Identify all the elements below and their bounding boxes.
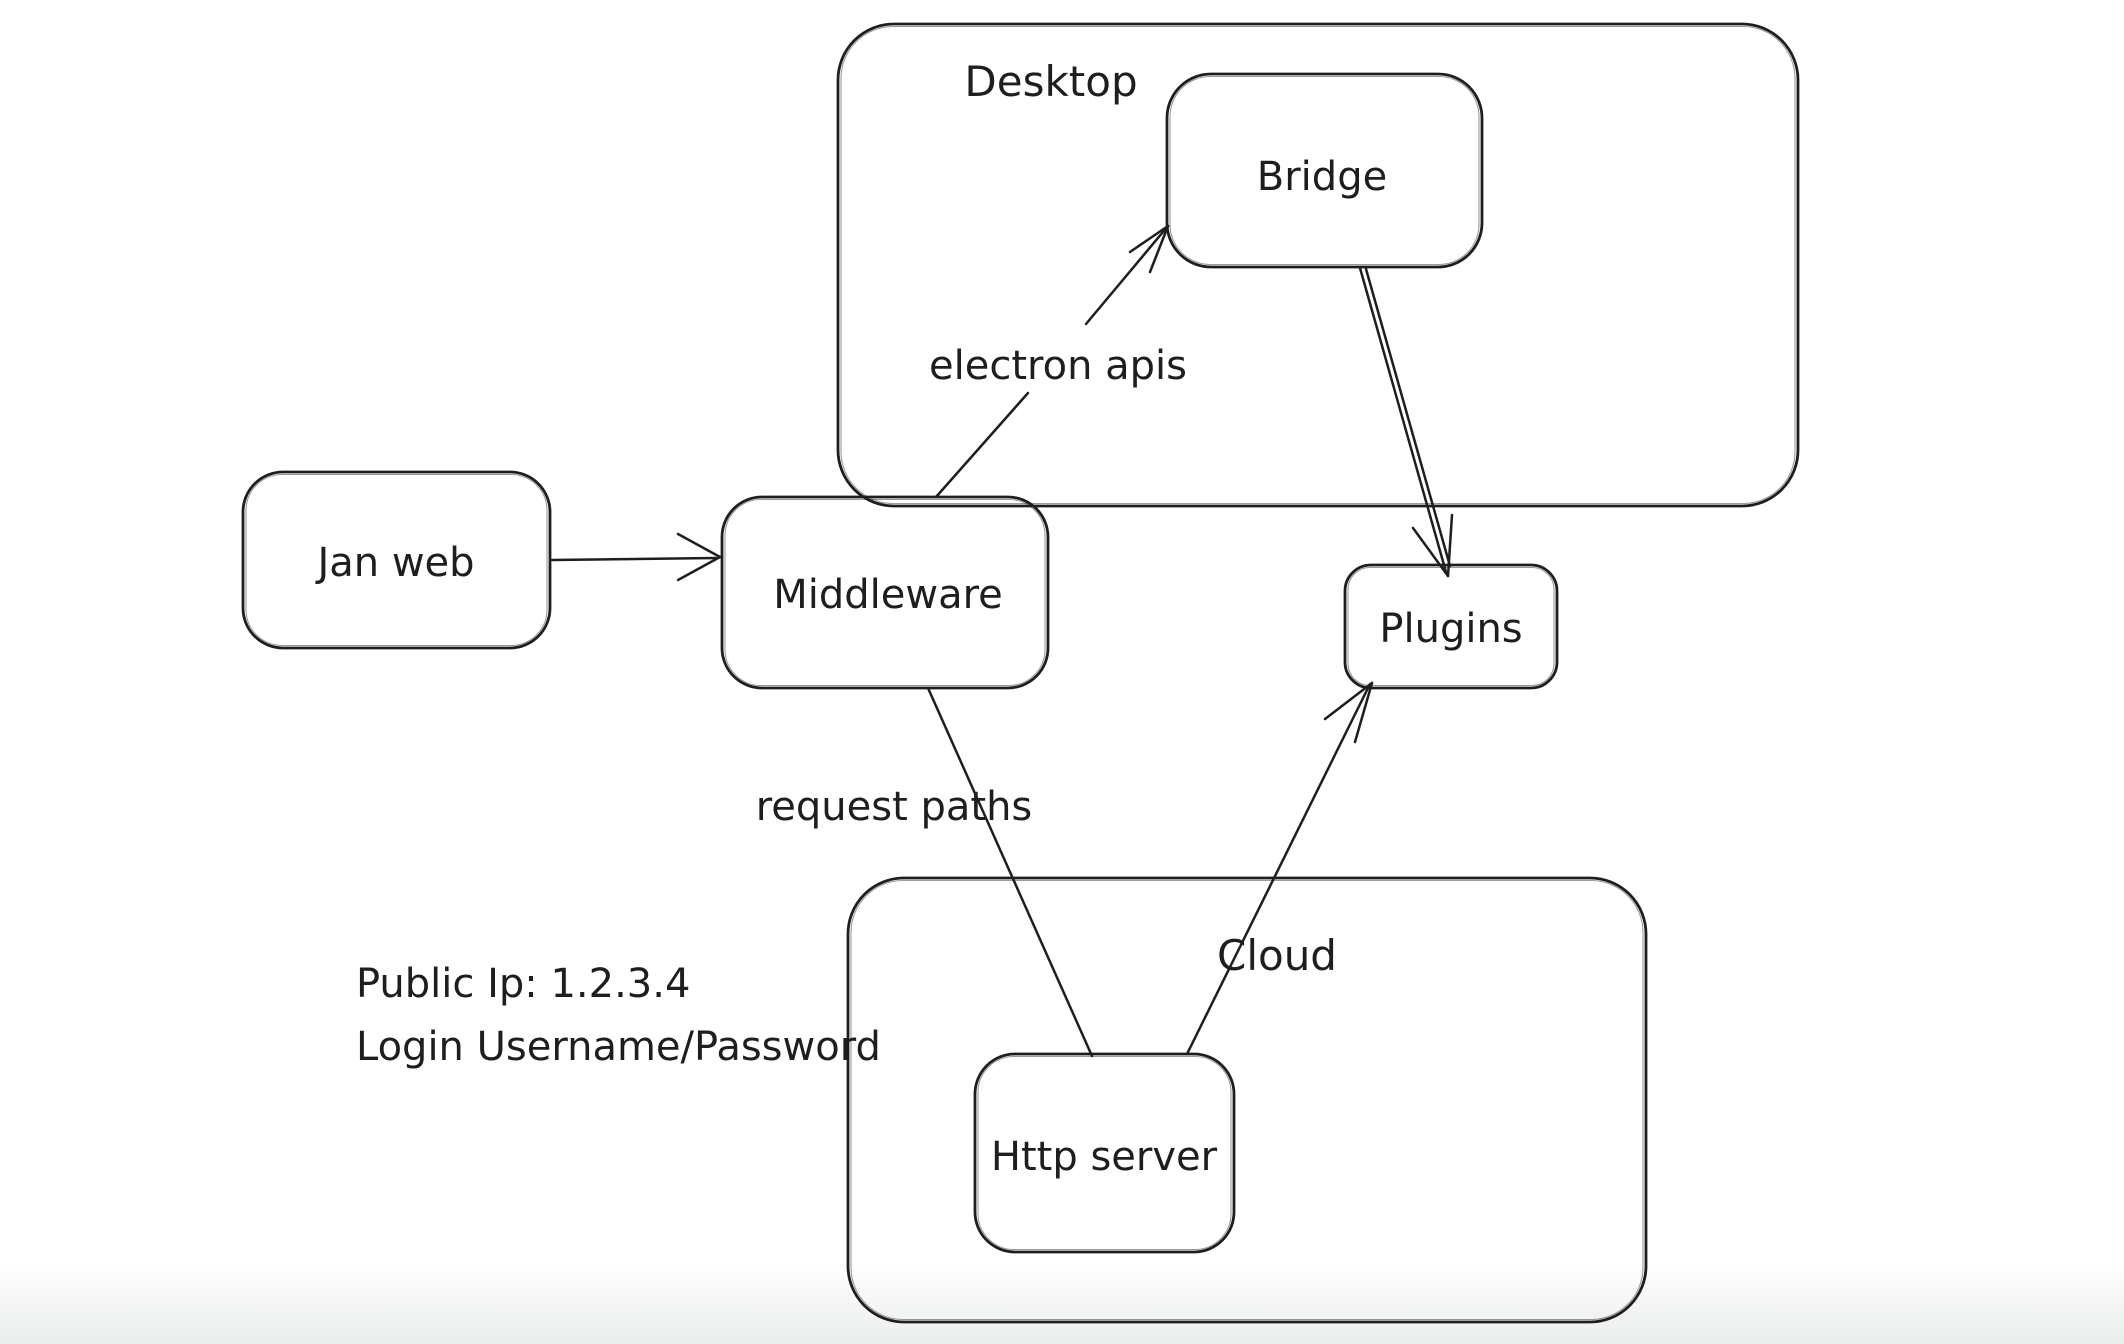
edge-jan-web-to-middleware-line [550, 556, 718, 562]
node-jan-web-box [241, 470, 552, 650]
node-bridge-box-echo [1169, 75, 1480, 266]
edge-middleware-to-bridge-line [1084, 224, 1170, 326]
node-bridge: Bridge [1165, 72, 1484, 269]
node-http-server-box-echo [977, 1055, 1232, 1251]
node-plugins-box-echo [1347, 566, 1555, 687]
edge-jan-web-to-middleware [550, 532, 722, 582]
edge-jan-web-to-middleware-arrowhead [676, 555, 722, 582]
edge-middleware-to-http-server [926, 686, 1094, 1058]
node-jan-web-box-echo [245, 473, 548, 647]
edge-bridge-to-plugins-line [1358, 266, 1448, 574]
node-jan-web: Jan web [241, 470, 552, 650]
container-desktop-box-echo [840, 25, 1796, 505]
annotation-public-ip: Public Ip: 1.2.3.4 [356, 961, 690, 1007]
node-http-server-box [973, 1052, 1236, 1254]
edge-bridge-to-plugins-line [1364, 267, 1452, 568]
edge-http-server-to-plugins-arrowhead [1323, 681, 1374, 721]
edge-http-server-to-plugins-arrowhead [1353, 681, 1374, 744]
edge-middleware-to-bridge-arrowhead [1148, 224, 1170, 274]
node-middleware-box [720, 495, 1050, 690]
container-cloud: Cloud [846, 876, 1648, 1324]
annotation-login: Login Username/Password [356, 1024, 881, 1070]
edge-middleware-to-bridge [934, 224, 1170, 499]
node-middleware: Middleware [720, 495, 1050, 690]
node-middleware-label: Middleware [773, 572, 1003, 618]
node-http-server-label: Http server [991, 1134, 1218, 1180]
edge-bridge-to-plugins-arrowhead [1411, 526, 1450, 578]
label-electron-apis: electron apis [929, 343, 1187, 389]
node-plugins: Plugins [1343, 563, 1559, 690]
node-bridge-box [1165, 72, 1484, 269]
node-bridge-label: Bridge [1257, 154, 1387, 200]
edge-middleware-to-bridge-arrowhead [1128, 224, 1170, 254]
bottom-fade [0, 1262, 2124, 1344]
container-desktop-box [836, 22, 1800, 508]
edge-middleware-to-bridge-line [934, 391, 1030, 499]
node-plugins-box [1343, 563, 1559, 690]
edge-http-server-to-plugins [1185, 681, 1374, 1056]
node-middleware-box-echo [724, 498, 1046, 687]
edge-middleware-to-http-server-line [926, 686, 1094, 1058]
node-http-server: Http server [973, 1052, 1236, 1254]
container-desktop-label: Desktop [964, 57, 1137, 106]
container-cloud-box-echo [850, 879, 1644, 1321]
node-plugins-label: Plugins [1379, 606, 1522, 652]
edge-jan-web-to-middleware-arrowhead [676, 532, 722, 559]
edge-http-server-to-plugins-line [1185, 682, 1372, 1056]
container-cloud-box [846, 876, 1648, 1324]
label-request-paths: request paths [756, 784, 1033, 830]
node-jan-web-label: Jan web [314, 540, 474, 586]
container-desktop: Desktop [836, 22, 1800, 508]
